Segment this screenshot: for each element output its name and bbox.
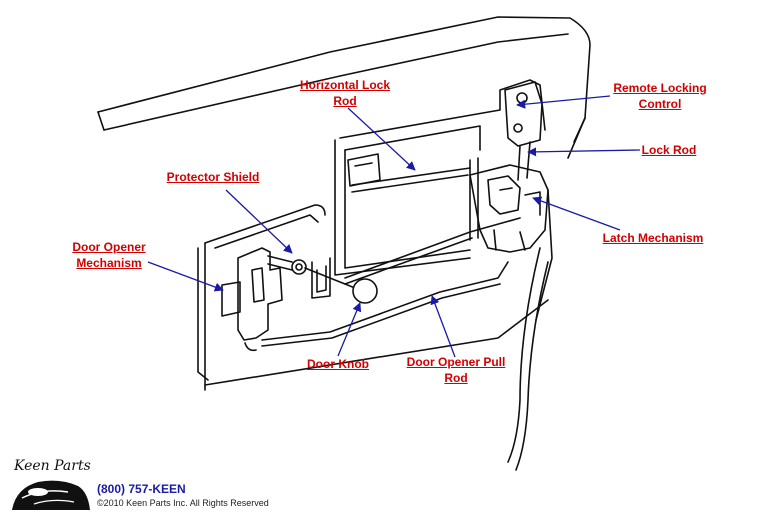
- label-remote-locking-control: Remote Locking Control: [613, 81, 707, 111]
- door-knob-shape: [352, 278, 378, 304]
- label-latch-mechanism: Latch Mechanism: [602, 231, 704, 245]
- footer-phone: (800) 757-KEEN: [97, 482, 186, 496]
- callout-arrows: [147, 95, 641, 358]
- footer-copyright: ©2010 Keen Parts Inc. All Rights Reserve…: [97, 498, 269, 508]
- arrow-door-knob: [337, 302, 362, 357]
- arrow-protector-shield: [225, 189, 293, 254]
- arrow-remote-locking-control: [516, 95, 611, 109]
- arrow-horizontal-lock-rod: [347, 107, 416, 171]
- keen-parts-logo: Keen Parts: [12, 458, 91, 510]
- label-lock-rod: Lock Rod: [641, 143, 697, 157]
- arrow-door-opener-pull-rod: [430, 295, 456, 358]
- label-door-opener-mechanism: Door Opener Mechanism: [72, 240, 146, 270]
- label-horizontal-lock-rod: Horizontal Lock Rod: [299, 78, 390, 108]
- arrow-lock-rod: [527, 147, 641, 157]
- arrow-door-opener-mechanism: [147, 261, 224, 292]
- arrow-latch-mechanism: [532, 196, 621, 231]
- door-line-art: [97, 16, 591, 471]
- label-door-opener-pull-rod: Door Opener Pull Rod: [406, 355, 506, 385]
- label-protector-shield: Protector Shield: [166, 170, 260, 184]
- logo-script-text: Keen Parts: [13, 458, 91, 474]
- label-door-knob: Door Knob: [307, 357, 369, 371]
